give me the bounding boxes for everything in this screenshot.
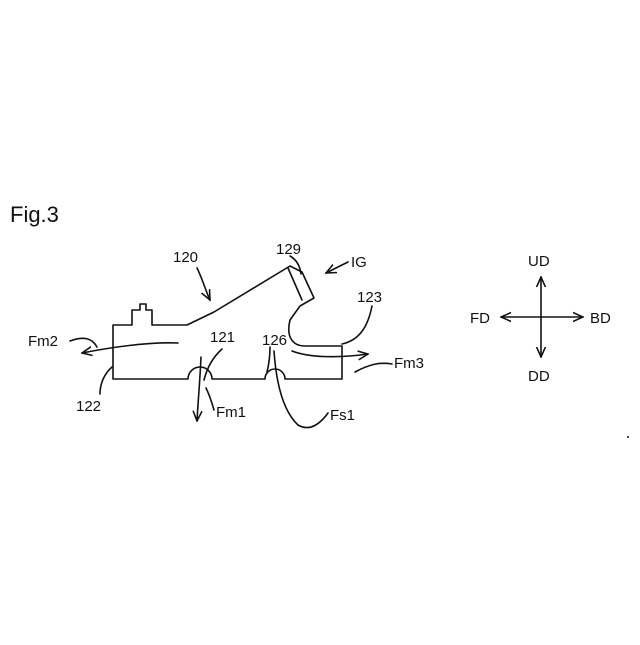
force-fs1: Fs1 (330, 407, 355, 424)
force-fm3: Fm3 (394, 355, 424, 372)
ref-126: 126 (262, 332, 287, 349)
leader-fm1 (206, 388, 214, 410)
leader-fm3 (355, 363, 392, 372)
part-129-tab-line (288, 268, 302, 300)
arrow-fs1 (274, 351, 328, 428)
arrow-fm3 (292, 351, 368, 357)
leader-126 (267, 347, 270, 372)
part-120-body-outline (113, 266, 342, 379)
direction-down-label: DD (528, 368, 550, 385)
ref-122: 122 (76, 398, 101, 415)
direction-front-label: FD (470, 310, 490, 327)
ref-121: 121 (210, 329, 235, 346)
arrow-fm2 (82, 343, 178, 353)
leader-123 (342, 306, 372, 344)
arrow-ig (326, 262, 348, 273)
leader-121 (204, 349, 222, 380)
direction-up-label: UD (528, 253, 550, 270)
speck-dot (627, 436, 629, 438)
direction-indicator: UD DD FD BD (470, 253, 611, 385)
ref-120: 120 (173, 249, 198, 266)
ref-129: 129 (276, 241, 301, 258)
figure-title: Fig.3 (10, 202, 59, 227)
direction-back-label: BD (590, 310, 611, 327)
leader-120 (197, 268, 210, 300)
leader-fm2 (70, 338, 97, 347)
force-fm2: Fm2 (28, 333, 58, 350)
force-fm1: Fm1 (216, 404, 246, 421)
ref-123: 123 (357, 289, 382, 306)
ref-ig: IG (351, 254, 367, 271)
leader-122 (100, 367, 112, 394)
